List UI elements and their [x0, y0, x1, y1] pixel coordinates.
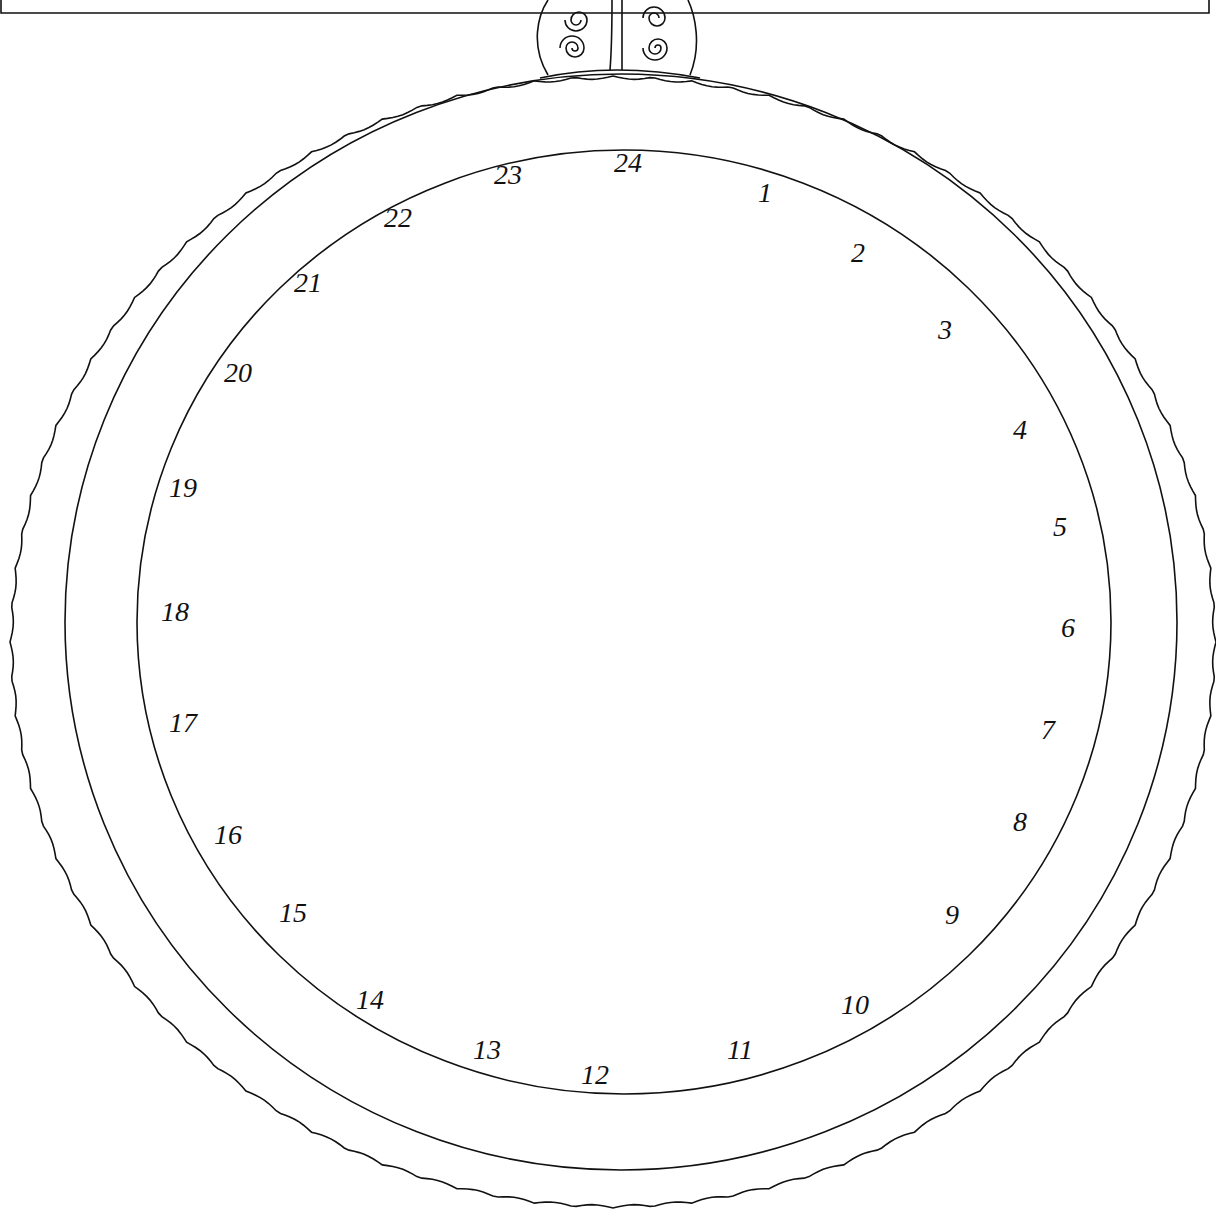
hour-number: 17: [169, 709, 197, 737]
hour-number: 21: [294, 269, 322, 297]
hour-number: 1: [758, 179, 772, 207]
hour-number: 4: [1013, 416, 1027, 444]
hour-number: 9: [945, 901, 959, 929]
hour-number: 23: [494, 161, 522, 189]
inner-ring: [137, 150, 1111, 1094]
hour-number: 19: [169, 474, 197, 502]
hanger-ornament: [537, 0, 700, 78]
outer-rim: [10, 76, 1216, 1208]
hour-number: 11: [727, 1036, 753, 1064]
hour-number: 6: [1061, 614, 1075, 642]
hour-number: 7: [1041, 716, 1055, 744]
hour-number: 10: [841, 991, 869, 1019]
hour-number: 16: [214, 821, 242, 849]
middle-ring: [65, 74, 1177, 1170]
hour-number: 20: [224, 359, 252, 387]
hour-number: 13: [473, 1036, 501, 1064]
hour-number: 24: [614, 149, 642, 177]
hour-number: 3: [938, 316, 952, 344]
hour-number: 18: [161, 598, 189, 626]
frame-line: [1, 0, 1209, 13]
hour-number: 2: [851, 239, 865, 267]
hour-number: 12: [581, 1061, 609, 1089]
hour-number: 5: [1053, 513, 1067, 541]
hour-number: 8: [1013, 808, 1027, 836]
hour-number: 14: [356, 986, 384, 1014]
hour-number: 15: [279, 899, 307, 927]
hour-number: 22: [384, 204, 412, 232]
